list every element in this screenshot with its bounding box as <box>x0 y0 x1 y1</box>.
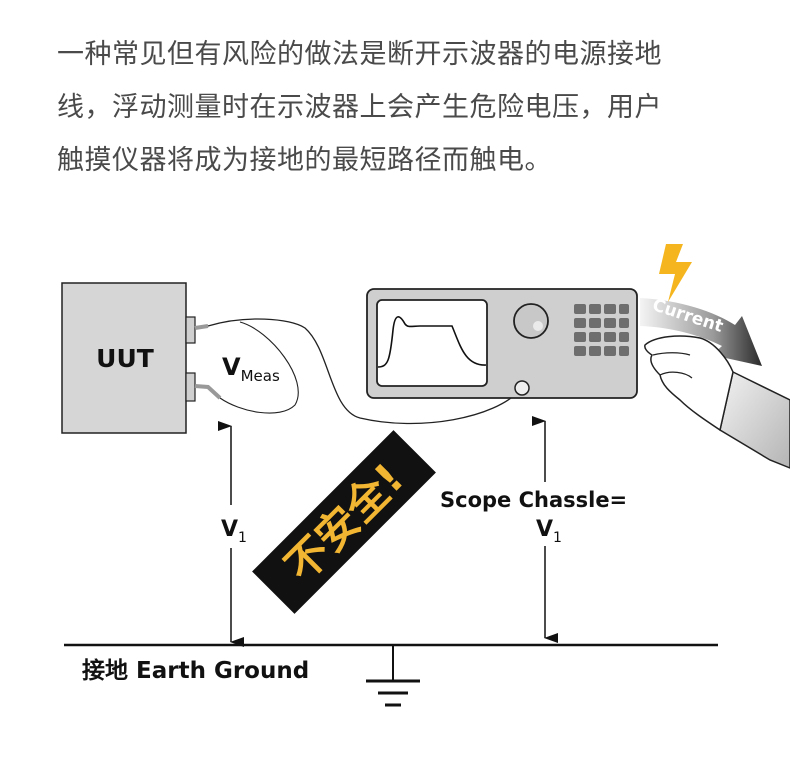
uut-box <box>61 282 187 434</box>
scope-screen <box>376 299 488 387</box>
ground-lead-loop <box>219 321 299 414</box>
uut-label: UUT <box>96 344 154 373</box>
lightning-icon <box>659 244 692 302</box>
scope-waveform <box>377 316 487 368</box>
scope-chassis-label: Scope Chassle= <box>440 488 627 512</box>
vmeas-label: VMeas <box>222 353 280 385</box>
probe-tip-top <box>194 324 209 330</box>
oscilloscope <box>366 288 638 399</box>
uut-device: UUT <box>61 282 222 434</box>
scope-knob-highlight <box>533 321 543 331</box>
scope-keypad <box>574 304 629 356</box>
unsafe-warning-text: 不安全! <box>276 454 413 591</box>
v1-label-uut: V1 <box>221 517 247 546</box>
ground-symbol-icon <box>366 645 420 707</box>
earth-ground-label: 接地 Earth Ground <box>82 658 309 684</box>
probe-lead-wire <box>207 318 521 425</box>
probe-tip-bottom <box>194 384 222 400</box>
unsafe-warning-badge: 不安全! <box>252 430 436 614</box>
hand <box>644 335 734 432</box>
scope-probe-input <box>514 380 530 396</box>
v1-label-scope: V1 <box>536 517 562 546</box>
uut-terminal-bottom <box>185 372 196 402</box>
hand-touching-scope <box>644 335 790 469</box>
v1-arrow-scope: Scope Chassle= V1 <box>440 416 627 643</box>
scope-knob <box>513 303 549 339</box>
intro-line-1: 一种常见但有风险的做法是断开示波器的电源接地 <box>57 39 662 70</box>
intro-line-3: 触摸仪器将成为接地的最短路径而触电。 <box>57 145 552 176</box>
current-arrow-shape <box>640 298 762 366</box>
uut-terminal-top <box>185 316 196 344</box>
intro-text: 一种常见但有风险的做法是断开示波器的电源接地 线，浮动测量时在示波器上会产生危险… <box>57 28 747 187</box>
intro-line-2: 线，浮动测量时在示波器上会产生危险电压，用户 <box>57 92 662 123</box>
v1-arrow-uut: V1 <box>218 421 247 647</box>
